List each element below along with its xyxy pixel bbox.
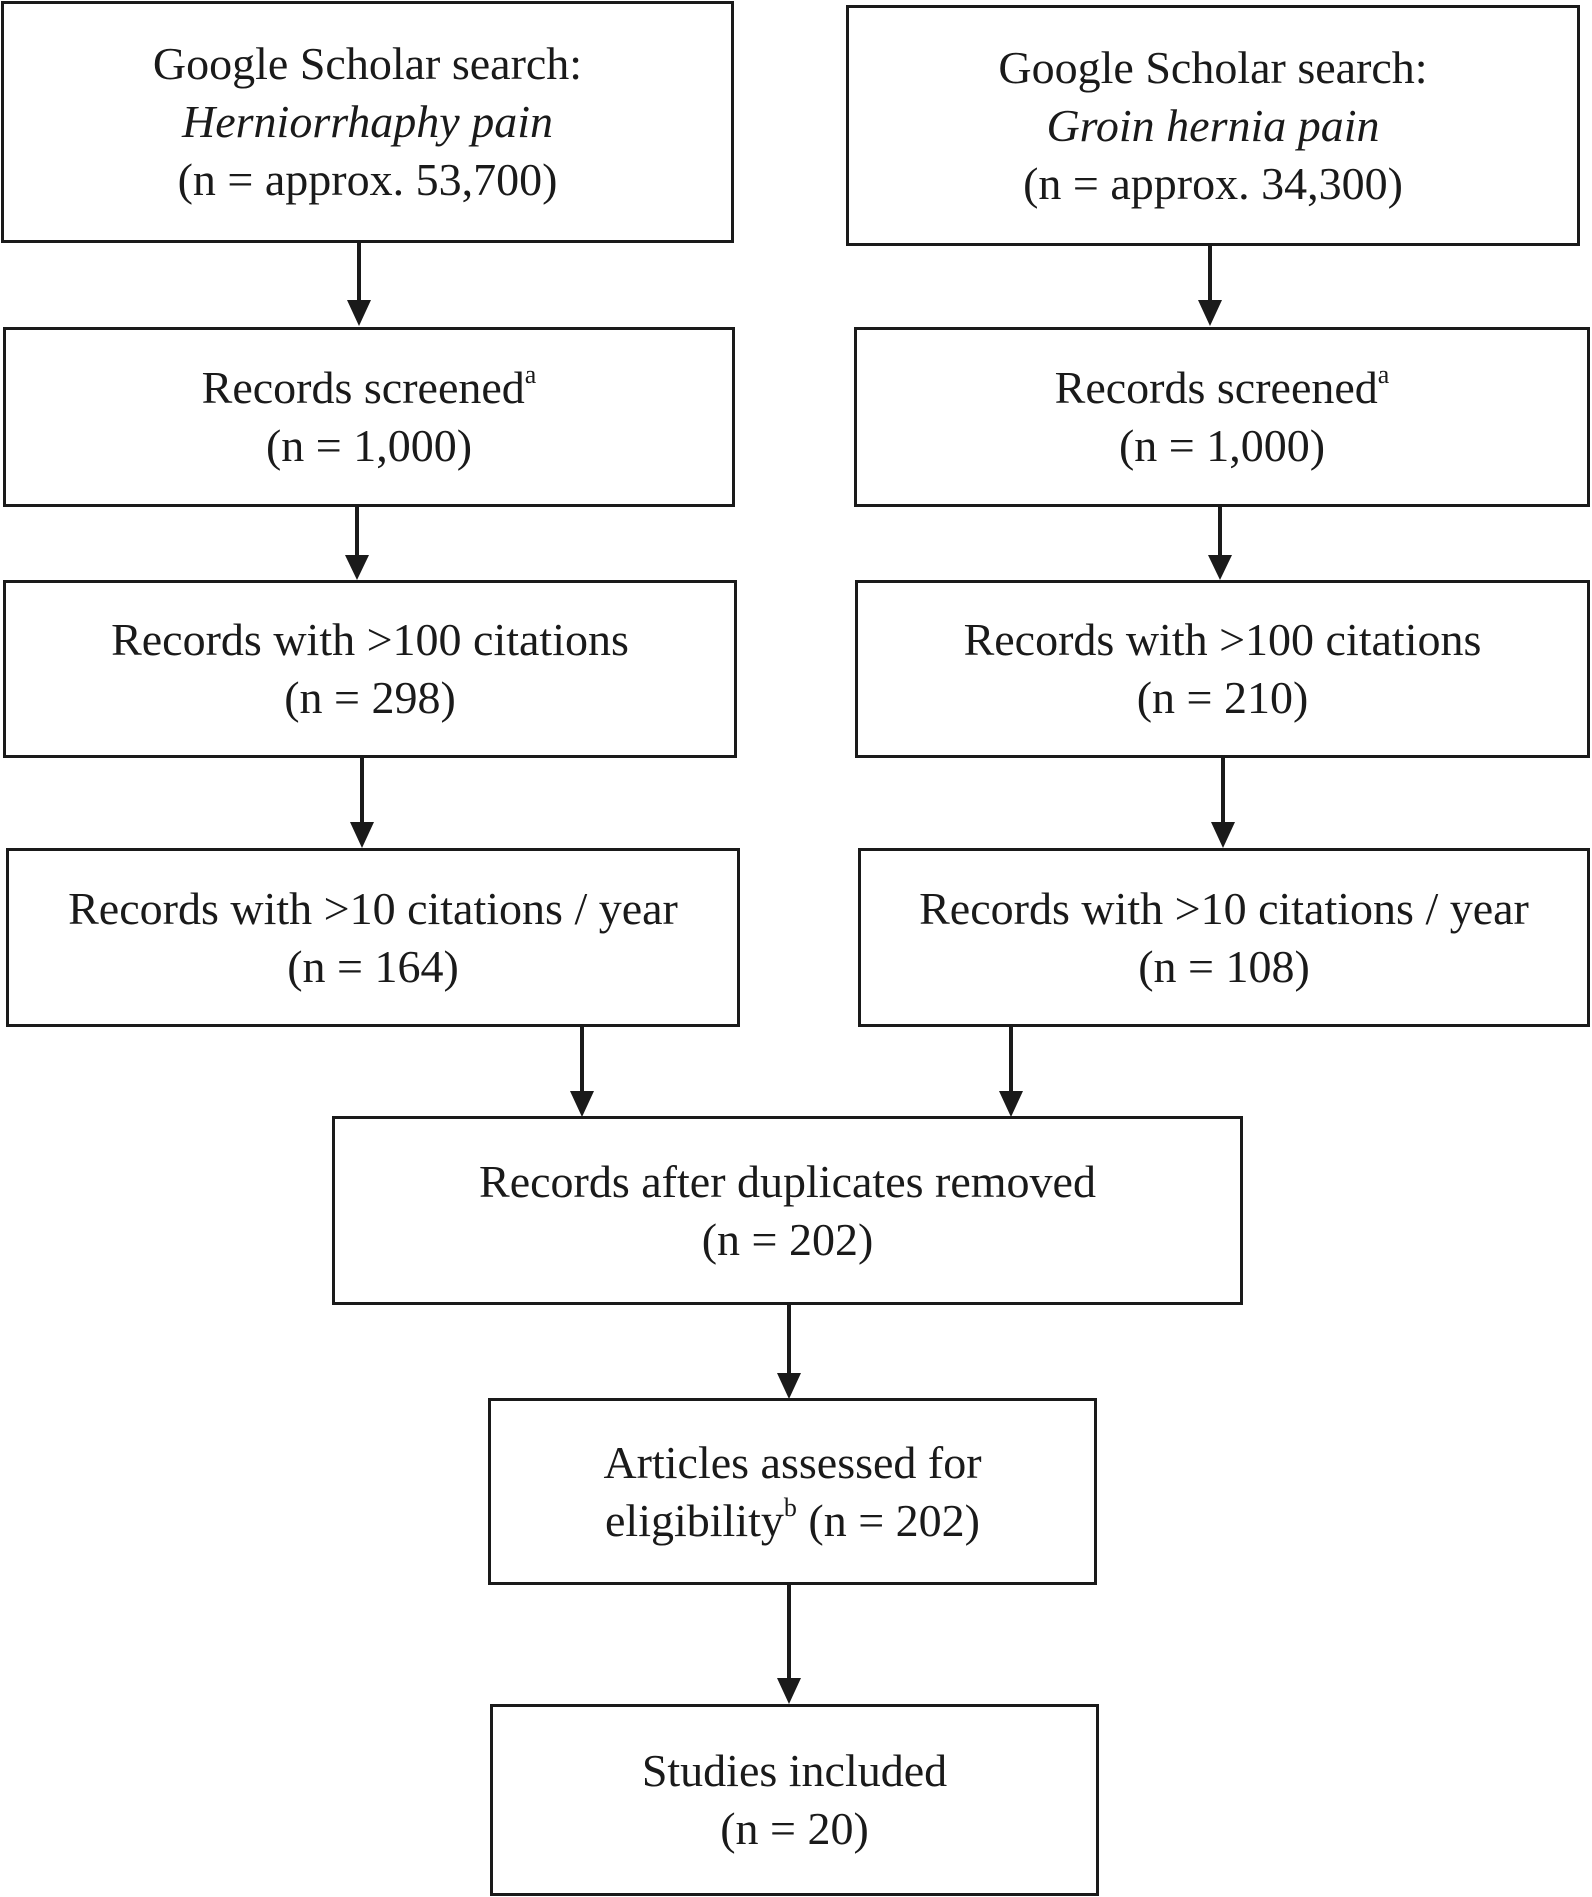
left-screened-label: Records screened <box>201 362 525 413</box>
duplicates-removed-box: Records after duplicates removed (n = 20… <box>332 1116 1243 1305</box>
arrowhead-left-3 <box>350 822 374 848</box>
left-search-term: Herniorrhaphy pain <box>182 96 553 147</box>
right-citations-100-count: (n = 210) <box>1136 672 1309 723</box>
studies-included-box: Studies included (n = 20) <box>490 1704 1099 1896</box>
right-search-count: (n = approx. 34,300) <box>1023 157 1403 209</box>
arrowhead-left-4 <box>570 1091 594 1117</box>
right-screened-superscript: a <box>1377 360 1390 389</box>
studies-included-count: (n = 20) <box>720 1803 869 1854</box>
left-citations-100-label: Records with >100 citations <box>111 614 629 665</box>
arrowhead-right-4 <box>999 1091 1023 1117</box>
left-search-box: Google Scholar search: Herniorrhaphy pai… <box>1 1 734 243</box>
right-citations-year-box: Records with >10 citations / year (n = 1… <box>858 848 1590 1027</box>
left-search-line1: Google Scholar search: <box>152 38 583 89</box>
duplicates-removed-label: Records after duplicates removed <box>479 1155 1096 1207</box>
eligibility-box: Articles assessed for eligibilityb (n = … <box>488 1398 1097 1585</box>
right-search-box: Google Scholar search: Groin hernia pain… <box>846 5 1580 246</box>
eligibility-line2: eligibilityb (n = 202) <box>605 1492 980 1550</box>
left-citations-year-label: Records with >10 citations / year <box>68 882 678 934</box>
eligibility-line1: Articles assessed for <box>603 1436 982 1488</box>
left-citations-100-count: (n = 298) <box>284 672 456 723</box>
left-citations-year-count: (n = 164) <box>287 940 459 992</box>
right-screened-count: (n = 1,000) <box>1118 420 1326 471</box>
left-screened-count: (n = 1,000) <box>265 420 473 471</box>
arrowhead-merged-1 <box>777 1373 801 1399</box>
left-citations-year-box: Records with >10 citations / year (n = 1… <box>6 848 740 1027</box>
right-screened-label-line: Records screeneda <box>1055 359 1390 417</box>
right-citations-year-count: (n = 108) <box>1138 940 1310 992</box>
arrowhead-left-1 <box>347 300 371 326</box>
right-search-term: Groin hernia pain <box>1046 99 1380 151</box>
arrowhead-left-2 <box>345 555 369 580</box>
right-search-line1: Google Scholar search: <box>998 41 1428 93</box>
duplicates-removed-count: (n = 202) <box>701 1213 874 1265</box>
arrowhead-merged-2 <box>777 1678 801 1704</box>
eligibility-superscript: b <box>783 1492 797 1522</box>
left-screened-superscript: a <box>524 360 537 389</box>
right-screened-box: Records screeneda (n = 1,000) <box>854 327 1590 507</box>
right-citations-100-label: Records with >100 citations <box>963 614 1482 665</box>
left-citations-100-box: Records with >100 citations (n = 298) <box>3 580 737 758</box>
right-citations-100-box: Records with >100 citations (n = 210) <box>855 580 1590 758</box>
left-screened-box: Records screeneda (n = 1,000) <box>3 327 735 507</box>
left-search-count: (n = approx. 53,700) <box>177 154 558 205</box>
studies-included-label: Studies included <box>641 1745 948 1796</box>
right-screened-label: Records screened <box>1054 362 1378 413</box>
right-citations-year-label: Records with >10 citations / year <box>919 882 1529 934</box>
left-screened-label-line: Records screeneda <box>202 359 537 417</box>
eligibility-label: eligibility <box>605 1494 784 1546</box>
arrowhead-right-3 <box>1211 822 1235 848</box>
eligibility-count: (n = 202) <box>796 1494 980 1546</box>
arrowhead-right-1 <box>1198 300 1222 326</box>
arrowhead-right-2 <box>1208 555 1232 580</box>
